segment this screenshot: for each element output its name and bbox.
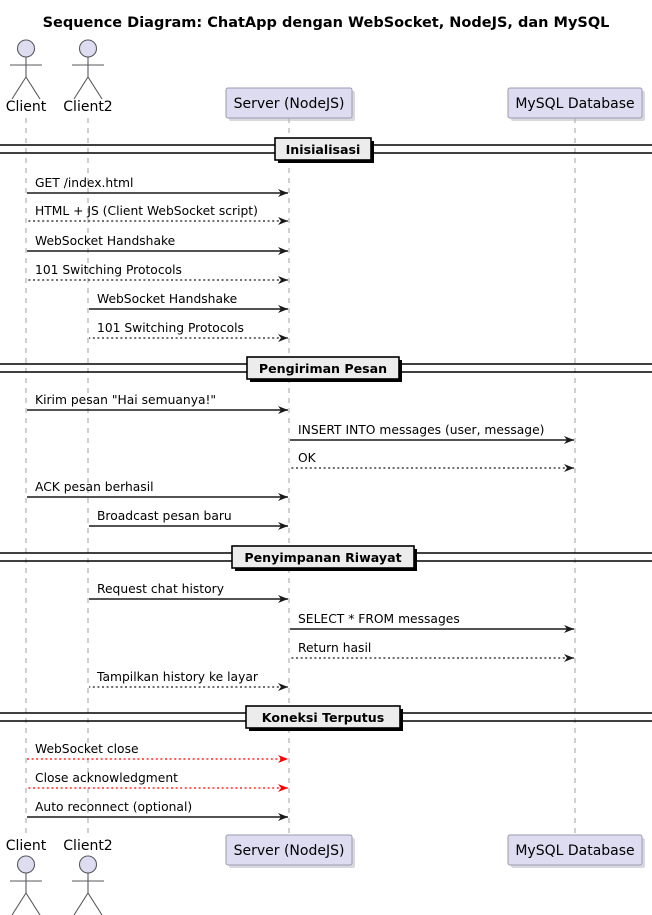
divider-box-fill[interactable] — [246, 356, 400, 380]
message-2-2: Return hasil — [290, 641, 574, 662]
divider-label: Penyimpanan Riwayat — [244, 550, 401, 565]
page-title: Sequence Diagram: ChatApp dengan WebSock… — [43, 15, 610, 31]
actor-leg-right — [25, 76, 41, 100]
message-1-3: ACK pesan berhasil — [27, 480, 288, 501]
message-3-2: Auto reconnect (optional) — [27, 800, 288, 821]
message-1-4: Broadcast pesan baru — [89, 509, 288, 530]
message-0-4: WebSocket Handshake — [89, 292, 288, 313]
actor-head-icon — [78, 39, 98, 58]
footer-box-server: Server (NodeJS) — [225, 834, 355, 868]
actor-leg-left — [11, 76, 27, 100]
message-label: Close acknowledgment — [35, 771, 178, 785]
message-label: OK — [298, 451, 317, 465]
message-0-2: WebSocket Handshake — [27, 234, 288, 255]
message-label: Request chat history — [97, 582, 224, 596]
participant-box-fill[interactable] — [225, 87, 353, 119]
actor-leg-left — [11, 892, 27, 915]
header-box-server: Server (NodeJS) — [225, 87, 355, 121]
header-box-mysql: MySQL Database — [507, 87, 645, 121]
message-label: ACK pesan berhasil — [35, 480, 154, 494]
divider-label: Koneksi Terputus — [262, 710, 384, 725]
section-divider-0: Inisialisasi — [0, 137, 652, 163]
header-actor-client2: Client2 — [63, 39, 113, 115]
message-2-1: SELECT * FROM messages — [290, 612, 574, 633]
actor-head-icon — [78, 855, 98, 874]
message-label: Broadcast pesan baru — [97, 509, 232, 523]
actor-leg-left — [73, 892, 89, 915]
actor-head-icon — [16, 39, 36, 58]
message-label: GET /index.html — [35, 176, 133, 190]
message-label: 101 Switching Protocols — [35, 263, 182, 277]
message-0-5: 101 Switching Protocols — [89, 321, 288, 342]
message-3-0: WebSocket close — [27, 742, 288, 763]
participant-box-fill[interactable] — [225, 834, 353, 866]
actor-leg-right — [87, 892, 103, 915]
message-label: Tampilkan history ke layar — [96, 670, 259, 684]
participant-footer-layer: Client Client2 Server (NodeJS) MySQL Databa… — [6, 834, 645, 915]
message-label: WebSocket Handshake — [35, 234, 175, 248]
message-label: WebSocket Handshake — [97, 292, 237, 306]
section-divider-2: Penyimpanan Riwayat — [0, 545, 652, 571]
message-1-1: INSERT INTO messages (user, message) — [290, 423, 574, 444]
message-1-0: Kirim pesan "Hai semuanya!" — [27, 393, 288, 414]
header-actor-client: Client — [6, 39, 47, 115]
message-label: WebSocket close — [35, 742, 139, 756]
message-2-3: Tampilkan history ke layar — [89, 670, 288, 691]
divider-box-fill[interactable] — [274, 137, 372, 161]
divider-label: Pengiriman Pesan — [259, 361, 387, 376]
message-3-1: Close acknowledgment — [27, 771, 288, 792]
message-0-0: GET /index.html — [27, 176, 288, 197]
footer-box-mysql: MySQL Database — [507, 834, 645, 868]
participant-box-fill[interactable] — [507, 87, 643, 119]
message-label: HTML + JS (Client WebSocket script) — [35, 204, 258, 218]
actor-leg-right — [87, 76, 103, 100]
message-2-0: Request chat history — [89, 582, 288, 603]
header-label-server: Server (NodeJS) — [234, 96, 345, 112]
actor-leg-left — [73, 76, 89, 100]
header-label-client2: Client2 — [63, 99, 112, 115]
divider-box-fill[interactable] — [245, 705, 401, 729]
footer-actor-client: Client — [6, 838, 47, 915]
message-1-2: OK — [290, 451, 574, 472]
divider-label: Inisialisasi — [286, 142, 361, 157]
message-0-1: HTML + JS (Client WebSocket script) — [27, 204, 288, 225]
footer-actor-client2: Client2 — [63, 838, 113, 915]
participant-header-layer: Client Client2 Server (NodeJS) MySQL Databa… — [6, 39, 645, 121]
message-label: Kirim pesan "Hai semuanya!" — [35, 393, 216, 407]
message-label: 101 Switching Protocols — [97, 321, 244, 335]
section-divider-3: Koneksi Terputus — [0, 705, 652, 731]
message-label: INSERT INTO messages (user, message) — [298, 423, 544, 437]
actor-leg-right — [25, 892, 41, 915]
footer-label-mysql: MySQL Database — [515, 843, 634, 859]
message-0-3: 101 Switching Protocols — [27, 263, 288, 284]
message-label: Auto reconnect (optional) — [35, 800, 192, 814]
divider-box-fill[interactable] — [231, 545, 415, 569]
section-divider-1: Pengiriman Pesan — [0, 356, 652, 382]
header-label-client: Client — [6, 99, 47, 115]
footer-label-client2: Client2 — [63, 838, 112, 854]
header-label-mysql: MySQL Database — [515, 96, 634, 112]
actor-head-icon — [16, 855, 36, 874]
footer-label-server: Server (NodeJS) — [234, 843, 345, 859]
participant-box-fill[interactable] — [507, 834, 643, 866]
footer-label-client: Client — [6, 838, 47, 854]
message-label: SELECT * FROM messages — [298, 612, 460, 626]
message-label: Return hasil — [298, 641, 371, 655]
